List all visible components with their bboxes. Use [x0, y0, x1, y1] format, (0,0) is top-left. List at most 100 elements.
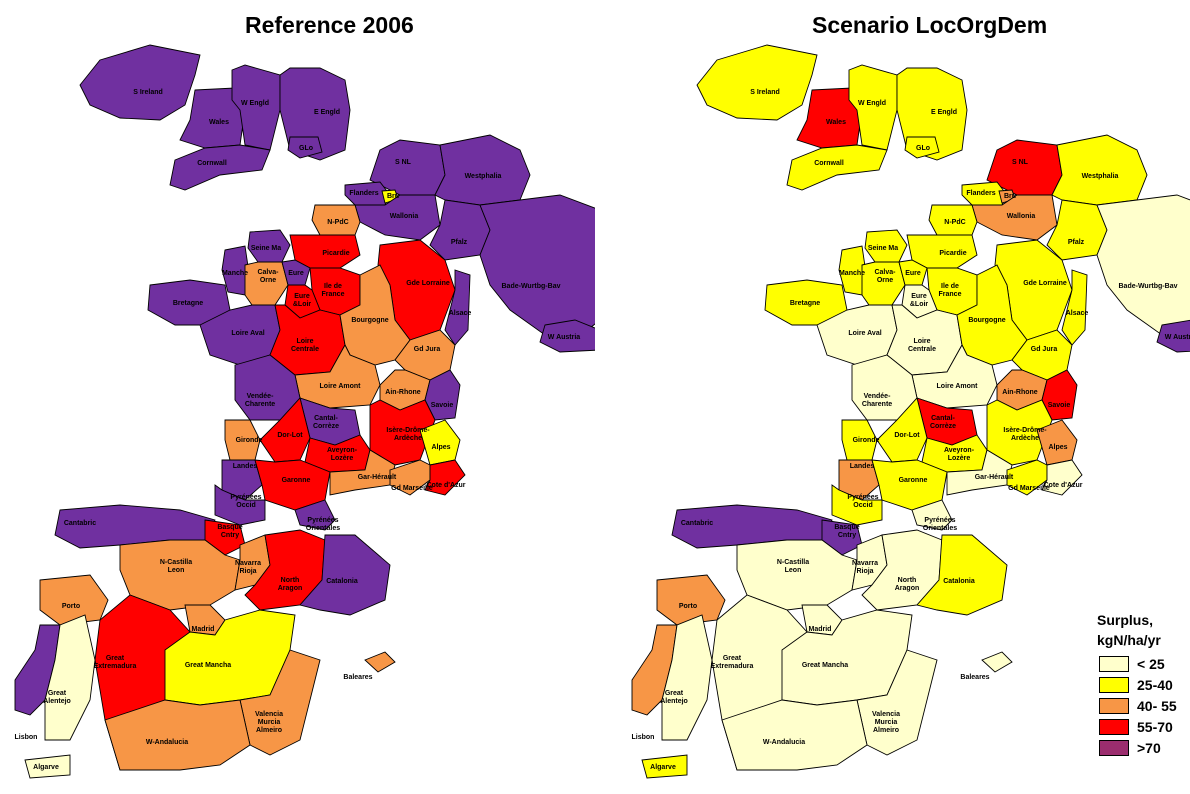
region-label: Ain-Rhone — [1002, 389, 1037, 396]
legend-item: 55-70 — [1097, 717, 1177, 737]
region-label: Porto — [679, 603, 697, 610]
region-label: Bourgogne — [351, 317, 388, 324]
region-label: Gar-Hérault — [358, 474, 397, 481]
region-label: Calva-Orne — [257, 269, 279, 284]
region-label: Ain-Rhone — [385, 389, 420, 396]
region-label: Bretagne — [790, 300, 820, 307]
map-title-scenario: Scenario LocOrgDem — [812, 12, 1048, 38]
region-s-ireland — [696, 44, 818, 121]
region-label: Dor-Lot — [277, 432, 303, 439]
region-label: Madrid — [809, 626, 832, 633]
region-garonne — [254, 459, 331, 511]
region-label: Picardie — [939, 250, 966, 257]
region-label: W-Andalucia — [763, 739, 805, 746]
region-baleares — [364, 651, 396, 673]
region-pyrenees-orientales — [294, 499, 336, 531]
region-cornwall — [169, 144, 271, 191]
region-label: Gd Jura — [1031, 346, 1058, 353]
region-label: S Ireland — [750, 89, 780, 96]
legend-label: 55-70 — [1137, 719, 1173, 735]
region-label: Landes — [850, 463, 875, 470]
region-label: W Engld — [241, 100, 269, 107]
region-label: Lisbon — [15, 734, 38, 741]
region-label: Gde Lorraine — [1023, 280, 1067, 287]
region-label: Loire Amont — [937, 383, 979, 390]
legend-title-line1: Surplus, — [1097, 612, 1154, 628]
region-label: Algarve — [33, 764, 59, 771]
region-label: Gd Marseille — [391, 485, 433, 492]
legend: Surplus, kgN/ha/yr < 25 25-40 40- 55 55-… — [1097, 610, 1177, 758]
legend-label: < 25 — [1137, 656, 1165, 672]
region-label: Bretagne — [173, 300, 203, 307]
region-label: Aveyron-Lozère — [944, 447, 975, 462]
region-label: Bade-Wurtbg-Bav — [1119, 283, 1178, 290]
region-label: Alpes — [431, 444, 450, 451]
region-basque-cntry — [821, 519, 863, 556]
region-label: Alsace — [449, 310, 472, 317]
legend-swatch — [1099, 719, 1129, 735]
region-label: W-Andalucia — [146, 739, 188, 746]
region-eure — [898, 259, 928, 286]
region-label: Eure&Loir — [293, 293, 312, 308]
region-north-aragon — [861, 529, 943, 611]
region-north-aragon — [244, 529, 326, 611]
region-pyrenees-orientales — [911, 499, 953, 531]
region-valencia-murcia-almeiro — [856, 649, 938, 756]
region-label: Seine Ma — [251, 245, 281, 252]
region-label: N-PdC — [944, 219, 965, 226]
region-label: Cantal-Corrèze — [930, 415, 956, 430]
region-label: E Engld — [314, 109, 340, 116]
region-label: Gironde — [236, 437, 263, 444]
region-label: Catalonia — [326, 578, 358, 585]
region-label: Gd Marseille — [1008, 485, 1050, 492]
region-glo — [904, 136, 940, 159]
region-label: Cornwall — [197, 160, 227, 167]
region-label: Isère-Drôme-Ardèche — [386, 427, 430, 442]
region-label: Bade-Wurtbg-Bav — [502, 283, 561, 290]
region-label: Manche — [222, 270, 248, 277]
region-label: Dor-Lot — [894, 432, 920, 439]
region-label: Eure&Loir — [910, 293, 929, 308]
legend-swatch — [1099, 677, 1129, 693]
region-label: Alpes — [1048, 444, 1067, 451]
region-label: Porto — [62, 603, 80, 610]
region-westphalia — [434, 134, 531, 206]
region-cote-d-azur — [424, 459, 466, 496]
region-great-alentejo — [661, 614, 713, 741]
region-label: Garonne — [282, 477, 311, 484]
region-porto — [656, 574, 726, 626]
region-great-alentejo — [44, 614, 96, 741]
region-w-andalucia — [104, 699, 251, 771]
region-label: W Austria — [548, 334, 581, 341]
region-label: Eure — [288, 270, 304, 277]
region-label: Baleares — [343, 674, 372, 681]
map-title-reference: Reference 2006 — [245, 12, 414, 38]
region-label: Manche — [839, 270, 865, 277]
region-garonne — [871, 459, 948, 511]
region-label: Baleares — [960, 674, 989, 681]
region-label: Madrid — [192, 626, 215, 633]
region-label: Cornwall — [814, 160, 844, 167]
region-calva-orne — [244, 261, 289, 306]
region-alpes — [1036, 419, 1078, 466]
region-label: Westphalia — [1082, 173, 1119, 180]
region-baleares — [981, 651, 1013, 673]
region-label: Gde Lorraine — [406, 280, 450, 287]
region-label: Landes — [233, 463, 258, 470]
region-label: Wales — [826, 119, 846, 126]
region-label: Gar-Hérault — [975, 474, 1014, 481]
region-cote-d-azur — [1041, 459, 1083, 496]
region-label: Vendée-Charente — [245, 393, 275, 408]
region-label: Bru — [387, 193, 399, 200]
region-label: Cote d'Azur — [427, 482, 466, 489]
region-algarve — [24, 754, 71, 779]
